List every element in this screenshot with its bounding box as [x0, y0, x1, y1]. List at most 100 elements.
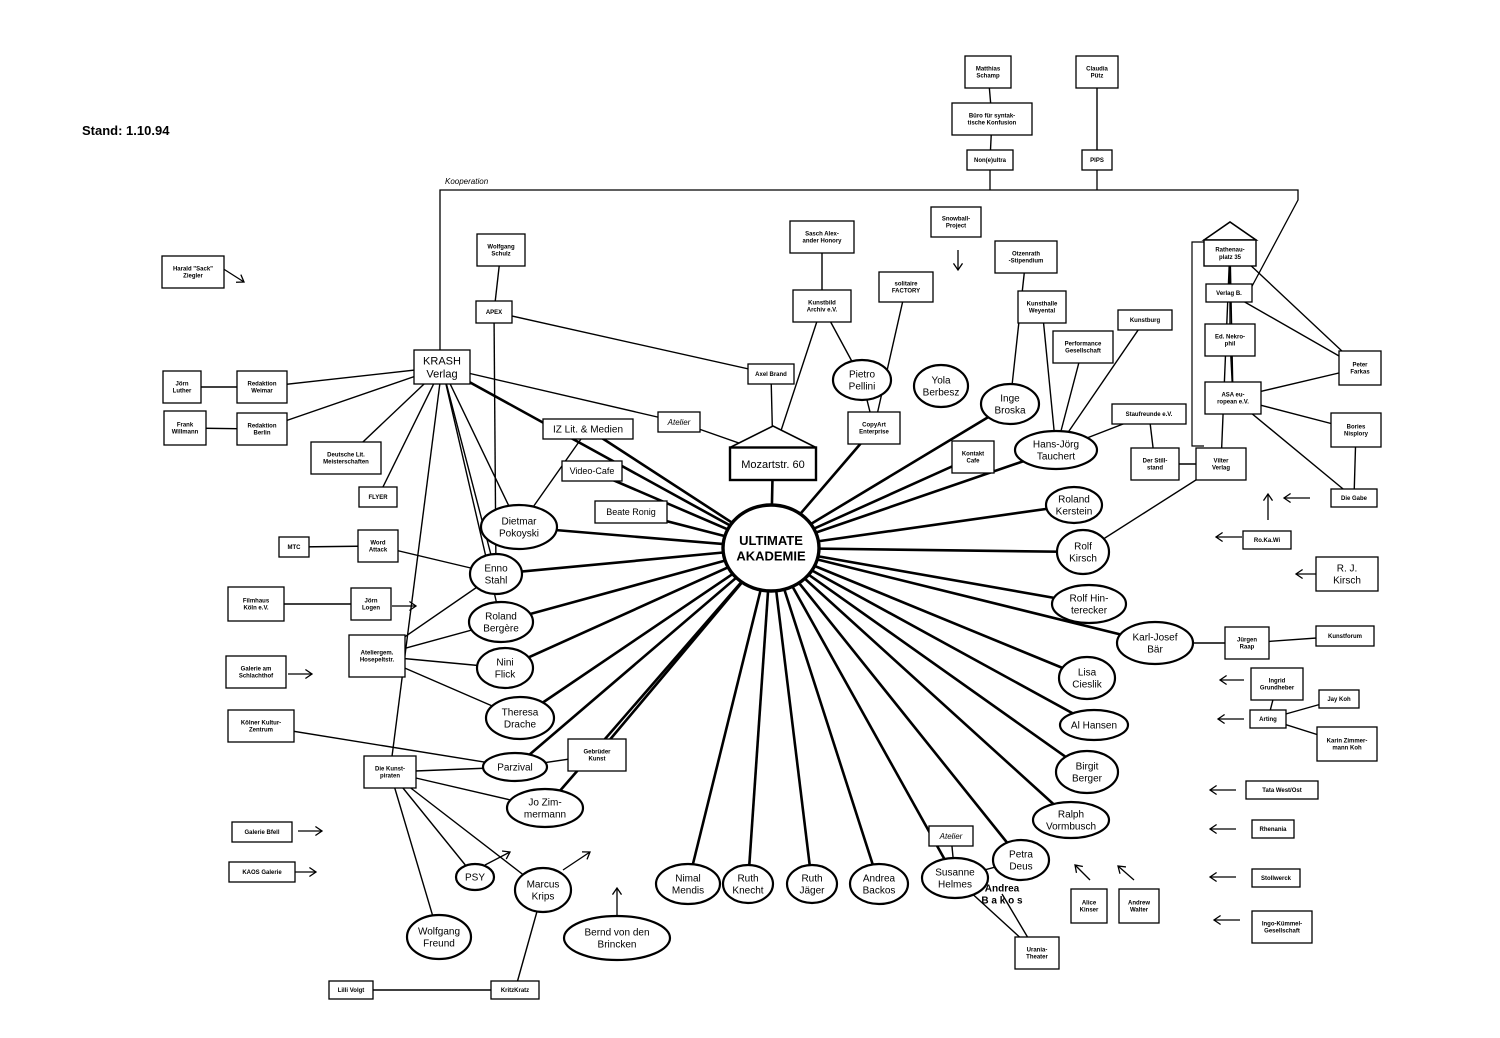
node-label-asa: ropean e.V.	[1217, 400, 1249, 406]
node-galeriebf: Galerie Bfell	[231, 821, 293, 843]
node-tatawo: Tata West/Ost	[1245, 780, 1319, 800]
node-label-redweimar: Weimar	[251, 389, 273, 395]
node-label-rjkirsch: Kirsch	[1333, 576, 1361, 587]
node-label-karljosef: Bär	[1147, 645, 1163, 656]
node-label-redberlin: Berlin	[253, 431, 270, 437]
reference-arrows	[221, 250, 1322, 926]
edge-asa-diegabe	[1232, 397, 1355, 499]
node-label-word: Attack	[369, 548, 388, 554]
edge-ua-ruthj	[769, 547, 814, 885]
node-nonsultra: Non(e)ultra	[966, 149, 1014, 171]
edge-kunstpiraten-marcus	[389, 771, 544, 891]
node-label-derstill: stand	[1147, 466, 1163, 472]
node-label-krash: KRASH	[423, 355, 461, 367]
node-kolner: Kölner Kultur-Zentrum	[227, 709, 295, 743]
node-label-andrew: Andrew	[1128, 901, 1150, 907]
node-label-deutschelit: Deutsche Lit.	[327, 453, 365, 459]
edge-asa-rathenau	[1229, 245, 1234, 399]
edge-kunstburg-hansjoerg	[1055, 319, 1146, 451]
node-label-inge: Inge	[1000, 394, 1020, 405]
edge-krash-atelier1	[441, 366, 680, 423]
node-label-redweimar: Redaktion	[247, 382, 276, 388]
node-mtc: MTC	[278, 536, 310, 558]
edge-otzenrath-inge	[1009, 256, 1027, 405]
node-label-performance: Performance	[1065, 342, 1102, 348]
edge-krash-redweimar	[261, 366, 443, 388]
node-label-wolfgangf: Wolfgang	[418, 927, 460, 938]
node-ednekro: Ed. Nekro-phil	[1204, 323, 1256, 357]
node-label-nimal: Mendis	[672, 886, 704, 897]
node-label-ruthk: Knecht	[732, 886, 763, 897]
node-label-frankw: Willmann	[172, 430, 199, 436]
node-label-nimal: Nimal	[675, 874, 701, 885]
node-label-rathenau: Rathenau-	[1215, 248, 1244, 254]
node-label-petra: Deus	[1009, 862, 1032, 873]
edge-ua-ruthk	[746, 547, 773, 885]
node-atelier2: Atelier	[928, 825, 974, 847]
node-atelier1: Atelier	[657, 411, 701, 433]
node-label-apex: APEX	[486, 310, 502, 316]
node-label-krash: Verlag	[426, 368, 457, 380]
node-label-dietmar: Pokoyski	[499, 529, 539, 540]
node-label-rolfh: terecker	[1071, 606, 1108, 617]
node-label-alice: Alice	[1082, 901, 1097, 907]
node-label-gebrueder: Kunst	[589, 757, 606, 763]
node-deutschelit: Deutsche Lit.Meisterschaften	[310, 441, 382, 475]
node-label-andrea: Backos	[863, 886, 896, 897]
edge-ua-krash	[441, 365, 772, 550]
node-label-galeriebf: Galerie Bfell	[244, 830, 279, 836]
node-label-bernd: Bernd von den	[584, 928, 649, 939]
edge-ua-rolfh	[770, 546, 1090, 606]
edge-kunstpiraten-wolfgangf	[389, 771, 440, 938]
node-label-jay: Jay Koh	[1327, 697, 1351, 703]
node-label-ralph: Ralph	[1058, 810, 1084, 821]
node-label-buero: tische Konfusion	[968, 121, 1017, 127]
node-label-susanne: Susanne	[935, 868, 975, 879]
node-label-frankw: Frank	[177, 423, 194, 429]
node-label-gebrueder: Gebrüder	[583, 750, 611, 756]
reference-arrow-17	[1208, 871, 1236, 883]
node-label-verlagb: Verlag B.	[1216, 291, 1242, 297]
node-label-mtc: MTC	[288, 545, 302, 551]
reference-arrow-5	[484, 850, 512, 866]
node-label-claudia: Pütz	[1091, 74, 1104, 80]
node-label-yola: Yola	[931, 376, 951, 387]
edge-kolner-parzival	[260, 725, 516, 768]
node-snowball: Snowball-Project	[930, 206, 982, 238]
node-label-harald: Harald "Sack"	[173, 267, 213, 273]
edge-kunsthalle-hansjoerg	[1041, 306, 1057, 451]
edge-krash-enno	[441, 366, 497, 575]
node-diegabe: Die Gabe	[1330, 488, 1378, 508]
node-label-performance: Gesellschaft	[1065, 349, 1101, 355]
node-beate: Beate Ronig	[594, 500, 668, 524]
reference-arrow-10	[1214, 531, 1242, 543]
node-label-kunstbild: Archiv e.V.	[807, 308, 838, 314]
node-label-ateliergem: Hosepeltstr.	[360, 658, 395, 664]
node-label-ingrid: Ingrid	[1269, 679, 1286, 685]
node-label-snowball: Project	[946, 224, 966, 230]
node-label-kolner: Zentrum	[249, 728, 273, 734]
node-urania: Urania-Theater	[1014, 936, 1060, 970]
node-label-joernlo: Jörn	[364, 599, 377, 605]
node-label-lisa: Cieslik	[1072, 680, 1102, 691]
edge-verlagb-peter	[1228, 292, 1361, 369]
rathenau-bracket	[1191, 241, 1204, 447]
node-label-vilter: Verlag	[1212, 466, 1230, 472]
node-label-joernlo: Logen	[362, 606, 380, 612]
